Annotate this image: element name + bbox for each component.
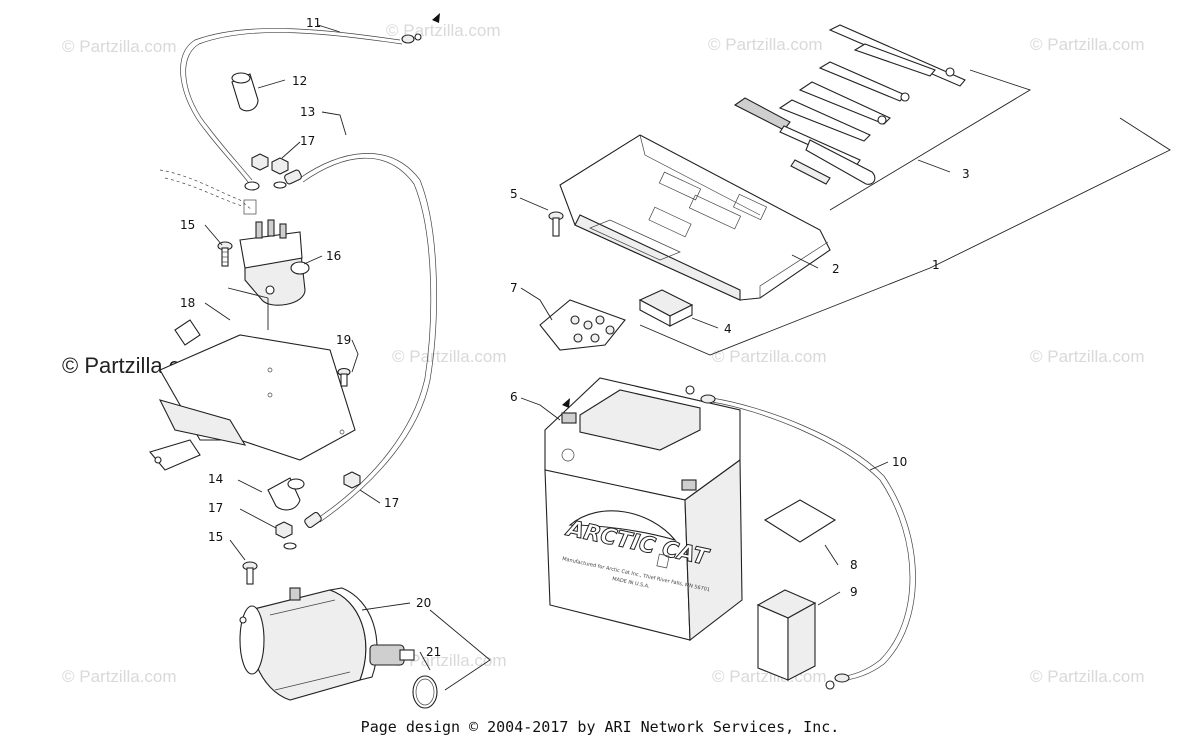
- screw-19: [337, 367, 351, 387]
- arrow-marker-icon: [562, 398, 570, 408]
- screw-5: [548, 211, 564, 237]
- callout-8: 8: [850, 558, 858, 572]
- callout-17: 17: [300, 134, 315, 148]
- callout-4: 4: [724, 322, 732, 336]
- callout-2: 2: [832, 262, 840, 276]
- watermark: © Partzilla.com: [1030, 35, 1145, 54]
- ring-terminal-icon: [244, 181, 260, 191]
- callout-17: 17: [208, 501, 223, 515]
- battery-6: ARCTIC CAT Manufactured for Arctic Cat I…: [544, 377, 743, 642]
- nut-17: [251, 153, 361, 550]
- callout-11: 11: [306, 16, 321, 30]
- tool-kit-3: [733, 24, 966, 185]
- watermark: © Partzilla.com: [386, 21, 501, 40]
- callout-16: 16: [326, 249, 341, 263]
- ring-terminal-icon: [414, 33, 422, 41]
- starter-motor-20: [239, 587, 415, 701]
- tool-tray-2: [559, 134, 831, 301]
- callout-10: 10: [892, 455, 907, 469]
- callout-14: 14: [208, 472, 223, 486]
- watermark: © Partzilla.com: [708, 35, 823, 54]
- cable-13: [284, 153, 437, 529]
- watermark: © Partzilla.com: [1030, 347, 1145, 366]
- callout-18: 18: [180, 296, 195, 310]
- watermark: © Partzilla.com: [392, 651, 507, 670]
- leader-lines: [204, 24, 1171, 691]
- screw-15: [242, 561, 258, 585]
- watermark: © Partzilla.com: [62, 37, 177, 56]
- callout-19: 19: [336, 333, 351, 347]
- callout-labels: 11 12 13 17 15 16 18 19 17 14 17 15 20 2…: [180, 16, 970, 659]
- watermark: © Partzilla.com: [62, 667, 177, 686]
- callout-1: 1: [932, 258, 940, 272]
- o-ring-21: [412, 675, 438, 709]
- callout-7: 7: [510, 281, 518, 295]
- callout-6: 6: [510, 390, 518, 404]
- callout-5: 5: [510, 187, 518, 201]
- callout-3: 3: [962, 167, 970, 181]
- callout-20: 20: [416, 596, 431, 610]
- callout-13: 13: [300, 105, 315, 119]
- terminal-boot-14: [267, 477, 305, 511]
- callout-15: 15: [180, 218, 195, 232]
- terminal-boot-12: [231, 72, 259, 112]
- footer-copyright: Page design © 2004-2017 by ARI Network S…: [360, 718, 840, 736]
- screw-15: [217, 241, 233, 267]
- callout-15: 15: [208, 530, 223, 544]
- watermark: © Partzilla.com: [712, 347, 827, 366]
- hardware-kit-7: [539, 299, 626, 351]
- foam-pad-4: [638, 289, 694, 327]
- starter-solenoid-16: [239, 219, 310, 306]
- callout-9: 9: [850, 585, 858, 599]
- callout-21: 21: [426, 645, 441, 659]
- arrow-marker-icon: [432, 13, 440, 23]
- watermark: © Partzilla.com: [392, 347, 507, 366]
- watermark: © Partzilla.com: [1030, 667, 1145, 686]
- callout-12: 12: [292, 74, 307, 88]
- foam-pad-9: [756, 589, 817, 681]
- cable-10: [685, 385, 916, 690]
- warning-label-8: [763, 499, 837, 543]
- bracket-18: [149, 319, 356, 471]
- watermark-layer: © Partzilla.com © Partzilla.com © Partzi…: [62, 21, 1145, 686]
- cable-terminal-icon: [401, 34, 415, 44]
- callout-17: 17: [384, 496, 399, 510]
